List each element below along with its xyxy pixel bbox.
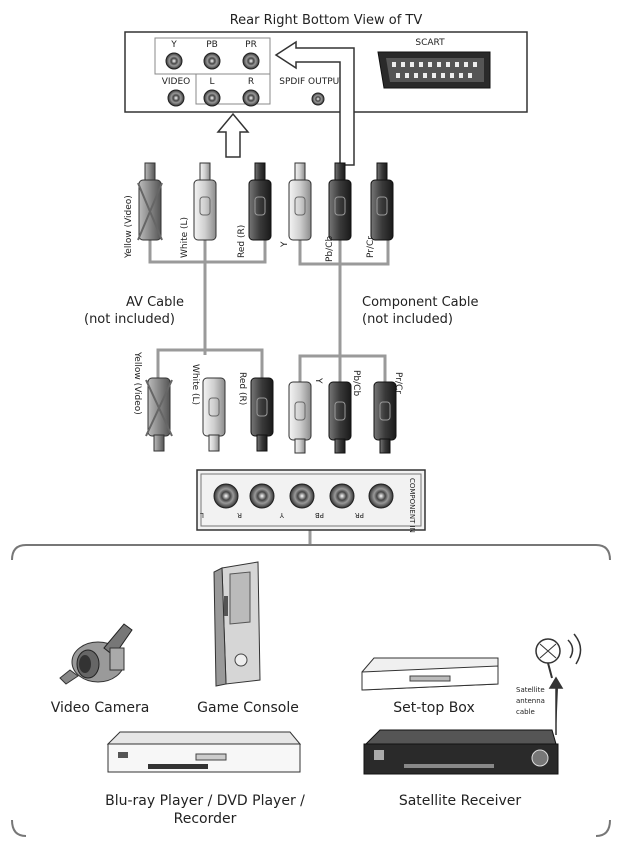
tv-label-r: R [248,77,254,87]
plug-top-y [288,162,312,241]
plug-top-red [248,162,272,241]
component-cable-label: Component Cable [362,295,479,310]
plug-top-white [193,162,217,241]
bluray-player-illustration [106,731,302,773]
tv-label-video: VIDEO [162,77,191,87]
video-camera-illustration [59,623,133,685]
tv-label-spdif: SPDIF OUTPUT [279,77,345,87]
antenna-cable-arrow [548,676,564,735]
set-top-box-label: Set-top Box [393,700,474,716]
component-cable-note: (not included) [362,312,453,327]
bottom-label-y: Y [313,377,323,384]
tv-jack-pr[interactable] [242,52,260,70]
bottom-label-white: White (L) [190,364,200,405]
bottom-plugs [145,377,397,454]
tv-jack-r[interactable] [242,89,260,107]
satellite-receiver-label: Satellite Receiver [399,793,522,809]
device-label-l: L [200,511,204,519]
plug-top-yellow [137,162,163,241]
game-console-label: Game Console [197,700,299,716]
audio-input-arrow [216,112,250,158]
tv-jack-spdif[interactable] [311,92,325,106]
set-top-box-illustration [361,657,499,691]
device-label-pr: PR [355,511,364,519]
top-label-red: Red (R) [237,225,247,258]
device-label-r: R [237,511,242,519]
tv-jack-y[interactable] [165,52,183,70]
av-cable-note: (not included) [84,312,175,327]
plug-top-pb [328,162,352,241]
tv-label-y: Y [170,40,177,50]
tv-jack-l[interactable] [203,89,221,107]
plug-bottom-yellow [145,377,173,452]
top-label-yellow: Yellow (Video) [124,195,134,259]
device-input-panel: L R Y PB PR COMPONENT IN [196,469,426,533]
plug-top-pr [370,162,394,241]
satellite-antenna-label-2: antenna [516,697,545,705]
device-jack-y[interactable] [289,483,315,509]
device-jack-pb[interactable] [329,483,355,509]
device-panel-side-label: COMPONENT IN [408,478,416,533]
satellite-antenna-label-3: cable [516,708,535,716]
cable-wires [148,240,390,545]
tv-jack-pb[interactable] [203,52,221,70]
top-label-pb: Pb/Cb [325,236,335,262]
top-label-white: White (L) [180,217,190,258]
top-plugs [137,162,394,241]
av-cable-label: AV Cable [126,295,184,310]
tv-jack-video[interactable] [167,89,185,107]
bluray-label-line1: Blu-ray Player / DVD Player / [105,793,305,809]
bottom-label-pb: Pb/Cb [351,370,361,396]
component-input-arrow [274,40,355,166]
plug-bottom-y [288,381,312,454]
bottom-label-red: Red (R) [237,372,247,405]
satellite-antenna-label-1: Satellite [516,686,545,694]
game-console-illustration [213,561,261,687]
tv-label-l: L [209,77,214,87]
devices-bracket [11,544,611,837]
plug-bottom-red [250,377,274,452]
bluray-label-line2: Recorder [174,811,237,827]
top-label-pr: Pr/Cr [366,236,376,258]
plug-bottom-white [202,377,226,452]
device-jack-pr[interactable] [368,483,394,509]
scart-connector[interactable] [377,51,491,89]
device-label-pb: PB [315,511,324,519]
satellite-receiver-illustration [363,729,559,775]
video-camera-label: Video Camera [51,700,150,716]
page-title: Rear Right Bottom View of TV [230,13,423,28]
tv-label-pr: PR [245,40,257,50]
tv-rear-panel: Y PB PR VIDEO L R SPDIF OUTPUT SCART [124,31,528,113]
plug-bottom-pb [328,381,352,454]
device-jack-l[interactable] [213,483,239,509]
tv-label-pb: PB [206,40,218,50]
bottom-label-yellow: Yellow (Video) [132,351,142,415]
bottom-label-pr: Pr/Cr [393,372,403,394]
tv-label-scart: SCART [415,38,445,48]
satellite-dish-icon [535,633,582,679]
plug-bottom-pr [373,381,397,454]
device-jack-r[interactable] [249,483,275,509]
device-label-y: Y [279,511,285,519]
top-label-y: Y [280,241,290,248]
